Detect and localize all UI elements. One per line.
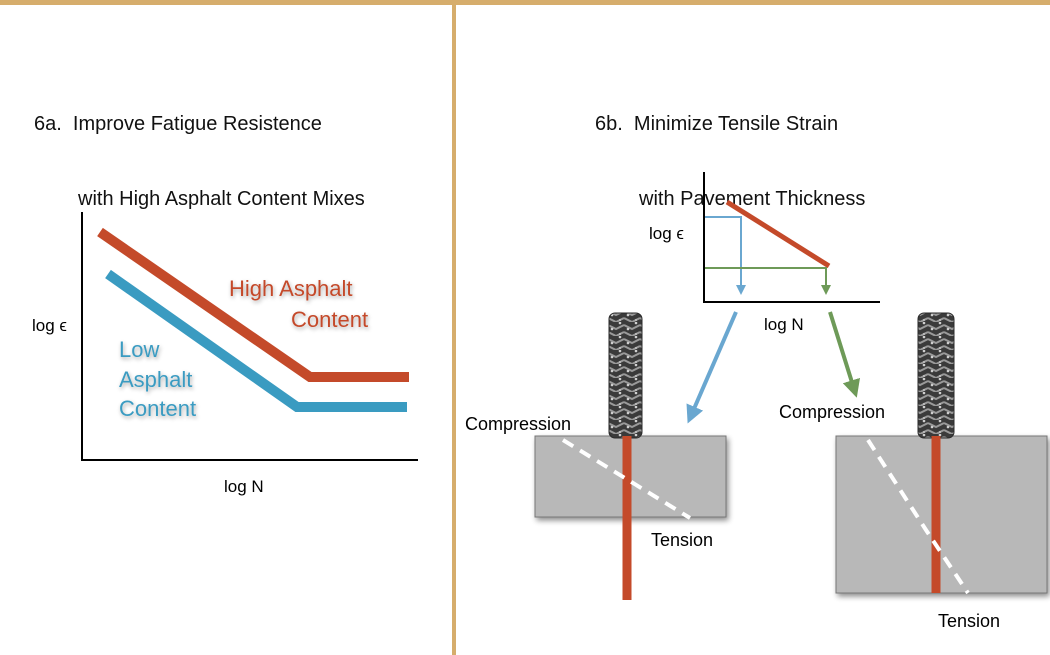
fatigue-y-label: log ϵ: [32, 316, 67, 335]
thick-pavement-slab: [835, 435, 1048, 594]
top-rule: [0, 0, 1050, 5]
panel-b-title: 6b. Minimize Tensile Strain with Pavemen…: [595, 62, 865, 237]
high-asphalt-curve: [97, 227, 409, 382]
thick-pavement-arrow: [828, 311, 861, 398]
panel-a-title-line1: 6a. Improve Fatigue Resistence: [34, 113, 322, 135]
low-asphalt-label-line2: Asphalt: [119, 367, 192, 392]
inset-x-label: log N: [764, 315, 804, 334]
fatigue-axes: [81, 212, 418, 461]
inset-strain-chart: log ϵ log N: [649, 172, 880, 424]
thin-tension-label: Tension: [651, 530, 713, 550]
low-asphalt-curve: [105, 269, 407, 412]
panel-b-title-line2: with Pavement Thickness: [639, 188, 866, 210]
thick-compression-label: Compression: [779, 402, 885, 422]
panel-b-title-line1: 6b. Minimize Tensile Strain: [595, 113, 839, 135]
thin-pavement-arrow: [686, 311, 738, 424]
thin-strain-dashed-line: [561, 438, 692, 520]
fatigue-chart: log ϵ log N High Asphalt Content Low Asp…: [32, 212, 418, 496]
thick-tension-label: Tension: [938, 611, 1000, 631]
thin-compression-label: Compression: [465, 414, 571, 434]
low-asphalt-label-line3: Content: [119, 396, 196, 421]
fatigue-x-label: log N: [224, 477, 264, 496]
low-asphalt-label-line1: Low: [119, 337, 159, 362]
inset-thin-strain-path: [705, 216, 746, 295]
high-asphalt-label-line1: High Asphalt: [229, 276, 353, 301]
low-asphalt-label: Low Asphalt Content: [119, 337, 196, 421]
high-asphalt-label-line2: Content: [291, 307, 368, 332]
thick-pavement-section: Compression Tension: [779, 312, 1048, 631]
thick-strain-dashed-line: [866, 438, 970, 595]
inset-fatigue-line: [725, 199, 831, 269]
inset-y-label: log ϵ: [649, 224, 684, 243]
inset-thick-strain-path: [705, 267, 831, 295]
panel-a-title-line2: with High Asphalt Content Mixes: [78, 188, 365, 210]
high-asphalt-label: High Asphalt Content: [229, 276, 368, 332]
panel-divider: [452, 5, 456, 655]
thin-pavement-section: Compression Tension: [465, 312, 727, 600]
panel-a-title: 6a. Improve Fatigue Resistence with High…: [34, 62, 365, 237]
inset-axes: [703, 172, 880, 303]
thick-tire-icon: [917, 312, 955, 439]
thin-tire-icon: [608, 312, 643, 439]
